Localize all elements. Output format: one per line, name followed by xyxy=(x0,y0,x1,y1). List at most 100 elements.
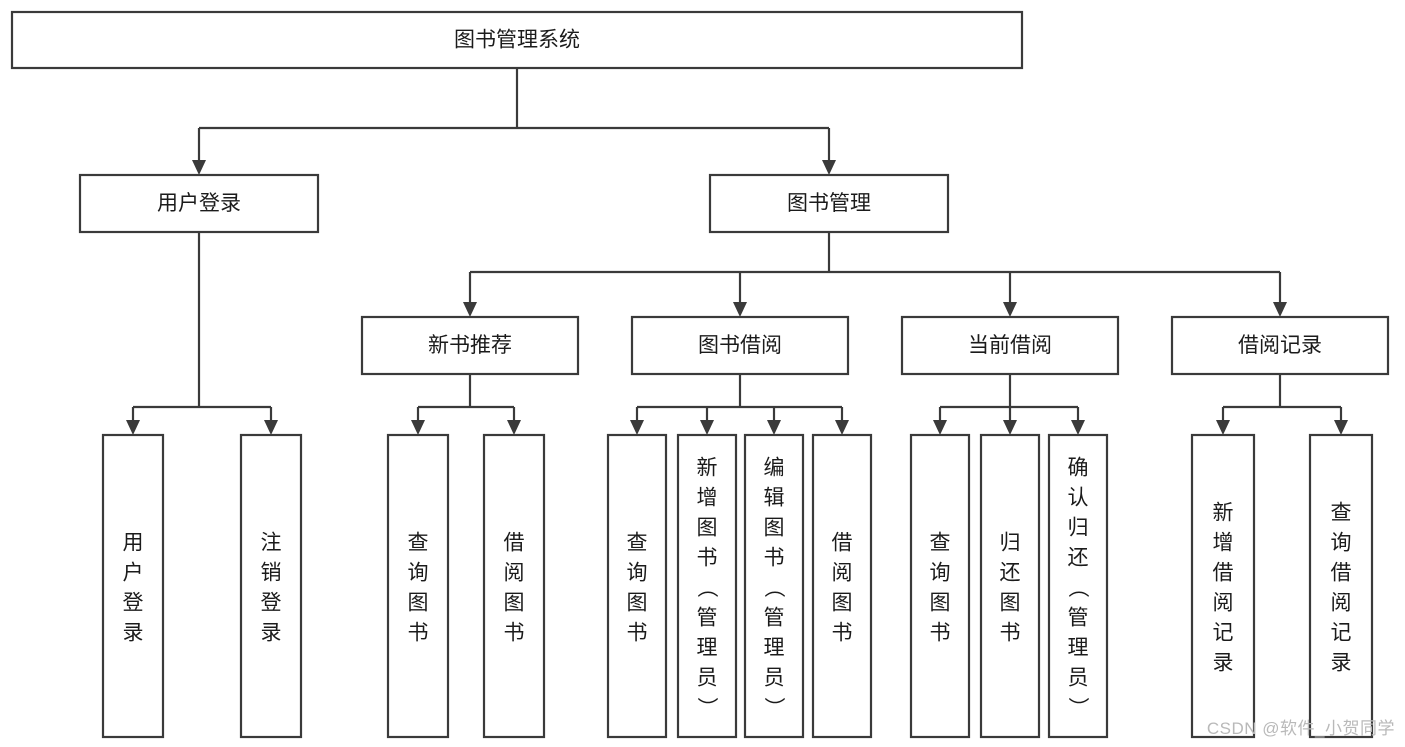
leaf-add-book-label-char: （ xyxy=(695,577,718,598)
node-current-borrow[interactable]: 当前借阅 xyxy=(900,315,1120,376)
leaf-user-login-leaf-label-char: 用 xyxy=(123,531,144,554)
leaf-query-borrow-record-label-char: 记 xyxy=(1331,621,1352,644)
node-current-borrow-label: 当前借阅 xyxy=(968,334,1052,357)
borrow-record-to-leaves-arrow-0 xyxy=(1216,420,1230,435)
leaf-user-logout-leaf-label-char: 销 xyxy=(261,561,282,584)
leaf-add-book-label-char: 新 xyxy=(697,456,718,479)
leaf-add-book-label-char: 图 xyxy=(697,516,718,539)
node-book-manage[interactable]: 图书管理 xyxy=(708,173,950,234)
new-book-rec-to-leaves-arrow-0 xyxy=(411,420,425,435)
root-to-level2-arrow-1 xyxy=(822,160,836,175)
leaf-user-login-leaf-label-char: 录 xyxy=(123,621,144,644)
leaf-query-borrow-record-label-char: 录 xyxy=(1331,651,1352,674)
book-manage-to-groups-arrow-3 xyxy=(1273,302,1287,317)
leaf-confirm-return-label-char: ） xyxy=(1066,697,1089,718)
node-borrow-record[interactable]: 借阅记录 xyxy=(1170,315,1390,376)
leaf-query-book-3-label-char: 查 xyxy=(930,531,951,554)
leaf-query-book-1-label-char: 书 xyxy=(408,621,429,644)
leaf-edit-book-rect xyxy=(743,433,805,739)
leaf-add-book-rect xyxy=(676,433,738,739)
leaf-borrow-book-2-label-char: 阅 xyxy=(832,561,853,584)
node-root-book-system[interactable]: 图书管理系统 xyxy=(10,10,1024,70)
leaf-user-logout-leaf-rect xyxy=(239,433,303,739)
leaf-user-login-leaf-label-char: 户 xyxy=(123,561,144,584)
leaf-borrow-book-2-label-char: 借 xyxy=(832,531,853,554)
new-book-rec-to-leaves-arrow-1 xyxy=(507,420,521,435)
node-new-book-rec[interactable]: 新书推荐 xyxy=(360,315,580,376)
book-manage-to-groups-arrow-0 xyxy=(463,302,477,317)
leaf-query-borrow-record-label-char: 借 xyxy=(1331,561,1352,584)
root-to-level2-arrow-0 xyxy=(192,160,206,175)
leaf-confirm-return-label-char: （ xyxy=(1066,577,1089,598)
leaf-query-borrow-record-label-char: 查 xyxy=(1331,501,1352,524)
book-borrow-to-leaves-arrow-3 xyxy=(835,420,849,435)
leaf-add-book-label-char: 增 xyxy=(697,486,718,509)
leaf-edit-book-label-char: 编 xyxy=(764,456,785,479)
leaf-borrow-book-1-label-char: 书 xyxy=(504,621,525,644)
leaf-add-book-label-char: 员 xyxy=(697,666,718,689)
node-book-borrow-rect xyxy=(630,315,850,376)
leaf-add-borrow-record-label-char: 新 xyxy=(1213,501,1234,524)
node-new-book-rec-rect xyxy=(360,315,580,376)
leaf-return-book-label-char: 归 xyxy=(1000,531,1021,554)
connectors-layer xyxy=(126,68,1348,435)
node-root-book-system-label: 图书管理系统 xyxy=(454,29,580,52)
book-manage-to-groups-arrow-1 xyxy=(733,302,747,317)
book-borrow-to-leaves-arrow-0 xyxy=(630,420,644,435)
current-borrow-to-leaves-arrow-0 xyxy=(933,420,947,435)
leaf-borrow-book-1-label-char: 图 xyxy=(504,591,525,614)
leaf-borrow-book-1-rect xyxy=(482,433,546,739)
leaf-return-book-rect xyxy=(979,433,1041,739)
leaf-add-book-label-char: 理 xyxy=(697,636,718,659)
leaf-query-book-1-rect xyxy=(386,433,450,739)
node-root-book-system-rect xyxy=(10,10,1024,70)
leaf-return-book-label-char: 图 xyxy=(1000,591,1021,614)
node-book-borrow-label: 图书借阅 xyxy=(698,334,782,357)
leaf-add-book-label-char: 管 xyxy=(697,606,718,629)
node-book-manage-label: 图书管理 xyxy=(787,192,871,215)
leaf-edit-book-label-char: 理 xyxy=(764,636,785,659)
leaf-query-book-1-label-char: 询 xyxy=(408,561,429,584)
leaf-user-logout-leaf-label-char: 录 xyxy=(261,621,282,644)
book-borrow-to-leaves-arrow-1 xyxy=(700,420,714,435)
leaf-query-borrow-record-label-char: 询 xyxy=(1331,531,1352,554)
leaf-add-borrow-record-label-char: 记 xyxy=(1213,621,1234,644)
leaf-user-logout-leaf-label-char: 登 xyxy=(261,591,282,614)
leaf-borrow-book-1-label-char: 借 xyxy=(504,531,525,554)
leaf-user-login-leaf[interactable]: 用户登录 xyxy=(101,433,165,739)
borrow-record-to-leaves-arrow-1 xyxy=(1334,420,1348,435)
leaf-confirm-return-label-char: 确 xyxy=(1068,456,1089,479)
node-user-login[interactable]: 用户登录 xyxy=(78,173,320,234)
leaf-edit-book-label-char: （ xyxy=(762,577,785,598)
leaf-edit-book-label-char: 书 xyxy=(764,546,785,569)
leaf-add-borrow-record-label-char: 增 xyxy=(1213,531,1234,554)
nodes-layer: 图书管理系统用户登录图书管理用户登录注销登录新书推荐查询图书借阅图书图书借阅查询… xyxy=(10,10,1390,739)
leaf-query-book-2-label-char: 查 xyxy=(627,531,648,554)
leaf-confirm-return-label-char: 员 xyxy=(1068,666,1089,689)
leaf-query-book-1-label-char: 图 xyxy=(408,591,429,614)
leaf-confirm-return-label-char: 管 xyxy=(1068,606,1089,629)
leaf-return-book-label-char: 还 xyxy=(1000,561,1021,584)
node-user-login-rect xyxy=(78,173,320,234)
leaf-query-book-3-rect xyxy=(909,433,971,739)
leaf-add-borrow-record-rect xyxy=(1190,433,1256,739)
leaf-add-borrow-record-label-char: 借 xyxy=(1213,561,1234,584)
user-login-to-leaves-arrow-1 xyxy=(264,420,278,435)
node-book-borrow[interactable]: 图书借阅 xyxy=(630,315,850,376)
leaf-query-book-2-label-char: 书 xyxy=(627,621,648,644)
user-login-to-leaves-arrow-0 xyxy=(126,420,140,435)
leaf-confirm-return-label-char: 归 xyxy=(1068,516,1089,539)
